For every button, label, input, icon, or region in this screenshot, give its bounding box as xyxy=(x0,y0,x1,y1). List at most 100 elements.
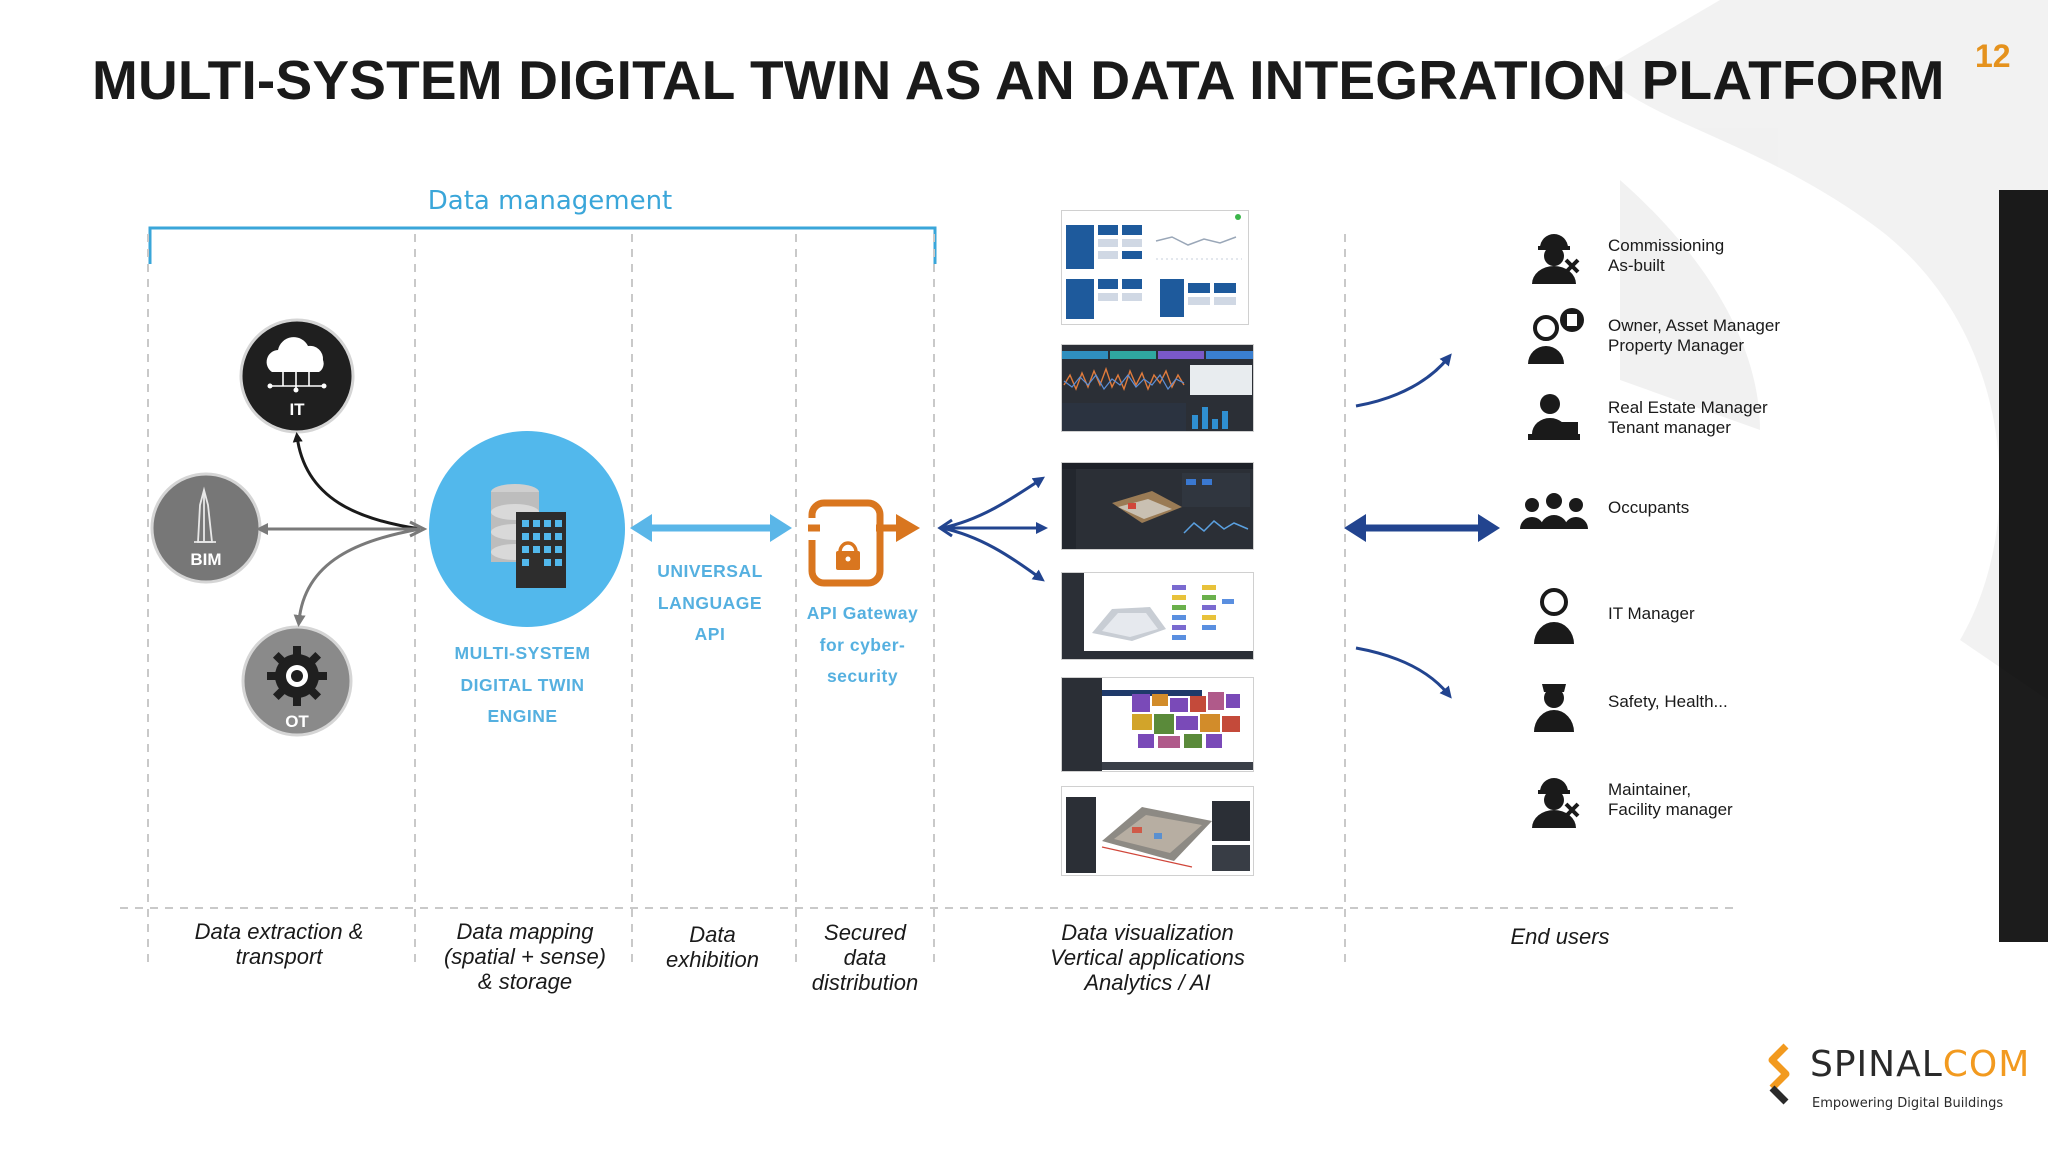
user-maintainer-line1: Maintainer, xyxy=(1608,780,1692,799)
lock-gateway-icon xyxy=(800,499,920,587)
gateway-caption: API Gateway for cyber- security xyxy=(800,598,925,693)
database-building-icon xyxy=(491,484,566,588)
user-owner: Owner, Asset Manager Property Manager xyxy=(1514,302,1780,370)
language-caption-line2: LANGUAGE xyxy=(657,592,763,613)
stage-end-users: End users xyxy=(1480,924,1640,949)
gateway-caption-line3: security xyxy=(826,666,899,686)
ot-label: OT xyxy=(285,712,309,731)
app-thumbnail-3d-building xyxy=(1061,786,1254,876)
stage-mapping-line3: & storage xyxy=(477,969,573,994)
building-tower-icon xyxy=(194,486,216,543)
user-it-manager-line1: IT Manager xyxy=(1608,604,1695,623)
users-curved-arrows xyxy=(1355,353,1452,699)
user-commissioning: Commissioning As-built xyxy=(1514,222,1724,290)
it-node xyxy=(239,318,355,434)
user-safety: Safety, Health... xyxy=(1514,668,1728,736)
stage-mapping-line2: (spatial + sense) xyxy=(443,944,607,969)
stage-exhibition-line2: exhibition xyxy=(666,947,759,972)
user-it-manager-text: IT Manager xyxy=(1608,604,1695,624)
app-thumbnail-3d-viewer xyxy=(1061,462,1254,550)
edge-bar xyxy=(1999,190,2048,942)
user-it-manager: IT Manager xyxy=(1514,580,1695,648)
source-connectors xyxy=(256,432,428,627)
spinalcom-logo-mark xyxy=(1768,1043,1790,1105)
stage-mapping-line1: Data mapping xyxy=(456,919,594,944)
user-commissioning-line1: Commissioning xyxy=(1608,236,1725,255)
user-occupants-line1: Occupants xyxy=(1608,498,1690,517)
thumbnail-graphic xyxy=(1066,797,1250,873)
user-occupants-text: Occupants xyxy=(1608,498,1689,518)
user-real-estate: Real Estate Manager Tenant manager xyxy=(1514,384,1768,452)
stage-exhibition: Data exhibition xyxy=(640,922,785,972)
slide-title: MULTI-SYSTEM DIGITAL TWIN AS AN DATA INT… xyxy=(92,49,1945,111)
user-owner-line2: Property Manager xyxy=(1608,336,1745,355)
user-real-estate-line2: Tenant manager xyxy=(1608,418,1731,437)
logo-wordmark: SPINALCOM xyxy=(1810,1044,2030,1085)
security-officer-icon xyxy=(1514,668,1594,736)
user-real-estate-text: Real Estate Manager Tenant manager xyxy=(1608,398,1768,438)
user-owner-line1: Owner, Asset Manager xyxy=(1608,316,1780,335)
thumbnail-graphic xyxy=(1066,214,1242,319)
cloud-network-icon xyxy=(266,337,327,393)
language-caption-line3: API xyxy=(694,624,726,644)
user-real-estate-line1: Real Estate Manager xyxy=(1608,398,1768,417)
user-commissioning-line2: As-built xyxy=(1608,256,1665,275)
gateway-caption-line1: API Gateway xyxy=(806,603,919,623)
stage-mapping: Data mapping (spatial + sense) & storage xyxy=(425,919,625,994)
user-maintainer-text: Maintainer, Facility manager xyxy=(1608,780,1733,820)
user-maintainer: Maintainer, Facility manager xyxy=(1514,766,1733,834)
engine-caption-line1: MULTI-SYSTEM xyxy=(454,643,591,663)
spinalcom-logo: SPINALCOM Empowering Digital Buildings xyxy=(1762,1042,2029,1112)
user-safety-line1: Safety, Health... xyxy=(1608,692,1728,711)
background-watermark xyxy=(1600,0,2048,700)
thumbnail-graphic xyxy=(1062,351,1253,431)
language-double-arrow xyxy=(630,514,792,542)
app-thumbnail-room-planning xyxy=(1061,572,1254,660)
user-commissioning-text: Commissioning As-built xyxy=(1608,236,1724,276)
arrow-to-ot xyxy=(293,527,421,627)
gear-icon xyxy=(267,646,327,706)
user-maintainer-line2: Facility manager xyxy=(1608,800,1733,819)
app-thumbnail-timeseries xyxy=(1061,344,1254,432)
engine-caption: MULTI-SYSTEM DIGITAL TWIN ENGINE xyxy=(420,638,625,733)
engine-caption-line2: DIGITAL TWIN xyxy=(460,674,585,695)
language-caption-line1: UNIVERSAL xyxy=(657,561,763,581)
gateway-caption-line2: for cyber- xyxy=(819,634,906,655)
thumbnail-graphic xyxy=(1062,678,1253,771)
arrow-to-it xyxy=(292,432,421,531)
app-fan-arrows xyxy=(937,476,1048,582)
stage-distribution-line2: data xyxy=(843,945,887,970)
users-double-arrow xyxy=(1344,514,1500,542)
data-management-bracket xyxy=(148,226,937,264)
user-occupants: Occupants xyxy=(1514,474,1689,542)
stage-visualization: Data visualization Vertical applications… xyxy=(1025,920,1270,995)
stage-end-users-line1: End users xyxy=(1510,924,1610,949)
user-safety-text: Safety, Health... xyxy=(1608,692,1728,712)
stage-distribution: Secured data distribution xyxy=(800,920,930,995)
stage-extraction: Data extraction & transport xyxy=(170,919,388,969)
stage-visualization-line2: Vertical applications xyxy=(1050,945,1245,970)
language-caption: UNIVERSAL LANGUAGE API xyxy=(630,556,790,651)
owner-calculator-icon xyxy=(1514,302,1594,370)
engine-node xyxy=(429,431,625,627)
stage-extraction-line1: Data extraction & xyxy=(194,919,364,944)
data-management-label: Data management xyxy=(427,186,673,216)
column-separators xyxy=(120,234,1740,965)
app-thumbnail-dashboard-tables xyxy=(1061,210,1249,325)
logo-tagline: Empowering Digital Buildings xyxy=(1812,1096,2004,1111)
thumbnail-graphic xyxy=(1062,463,1253,549)
user-owner-text: Owner, Asset Manager Property Manager xyxy=(1608,316,1780,356)
stage-distribution-line1: Secured xyxy=(824,920,906,945)
app-thumbnail-floorplan-heatmap xyxy=(1061,677,1254,772)
stage-exhibition-line1: Data xyxy=(689,922,736,947)
ot-node xyxy=(241,625,353,737)
person-icon xyxy=(1514,580,1594,648)
worker-tools-icon xyxy=(1514,766,1594,834)
people-group-icon xyxy=(1514,474,1594,542)
logo-word-part1: SPINAL xyxy=(1810,1044,1943,1085)
it-label: IT xyxy=(289,400,305,419)
logo-word-part2: COM xyxy=(1942,1044,2031,1085)
stage-distribution-line3: distribution xyxy=(811,970,919,995)
thumbnail-graphic xyxy=(1062,573,1253,659)
